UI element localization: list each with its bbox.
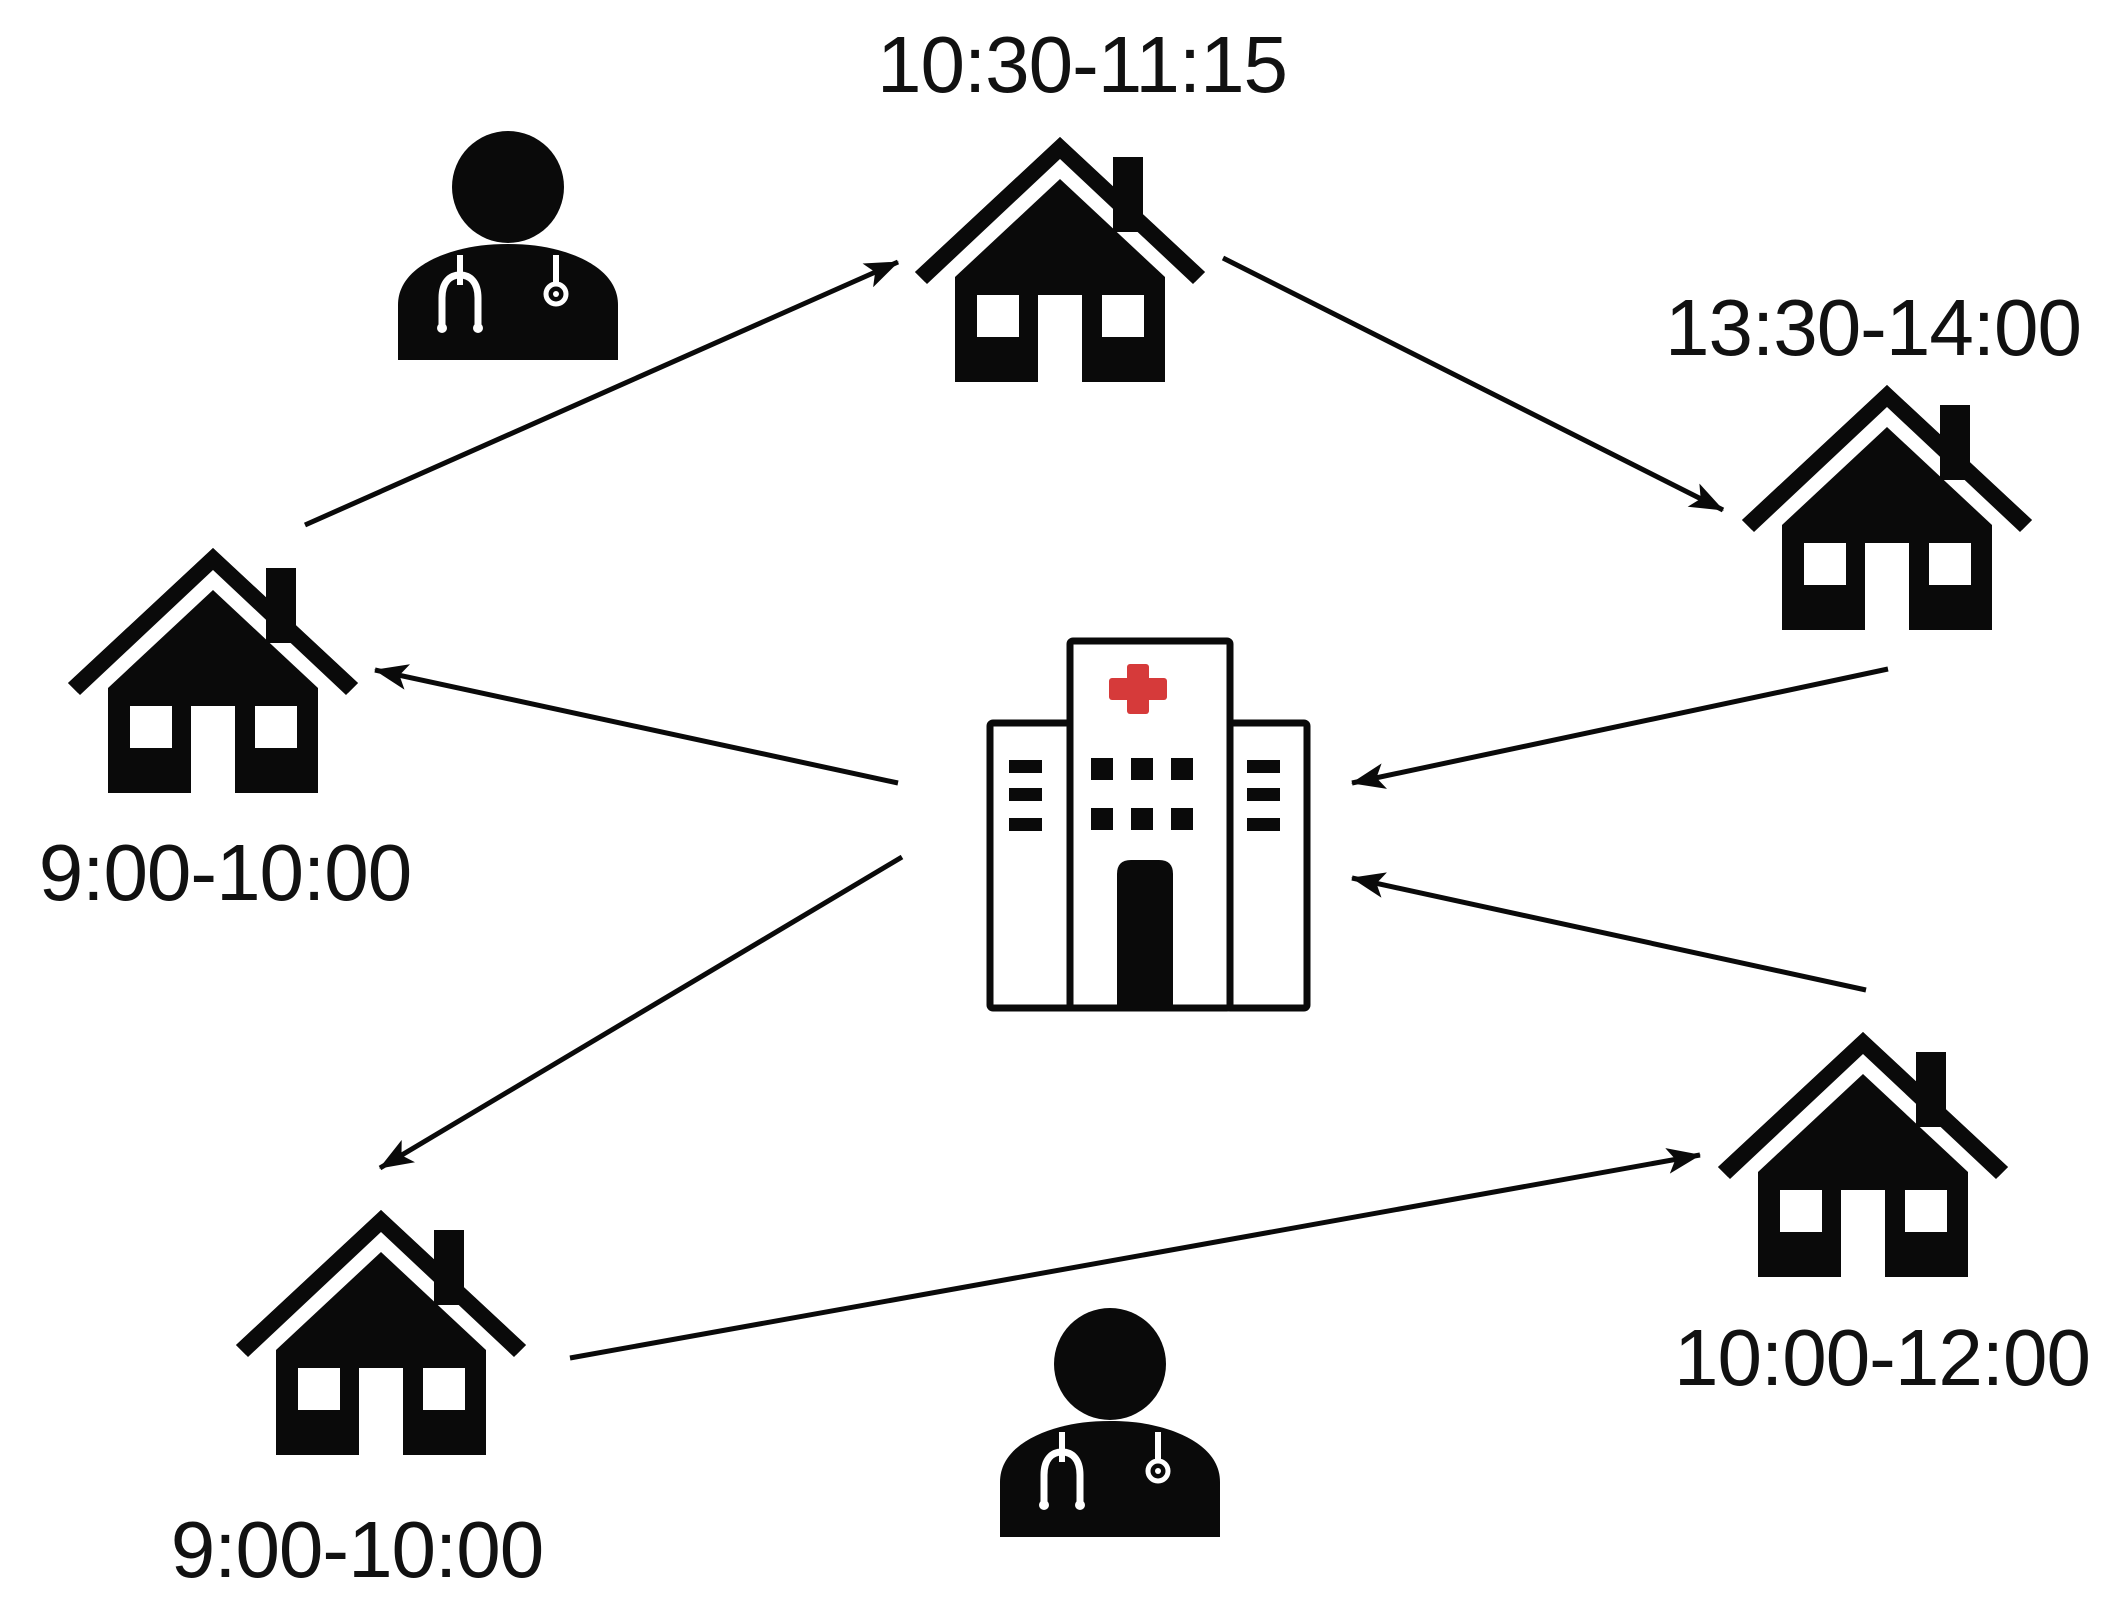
route-arrows: [303, 255, 1889, 1361]
house-icon: [915, 137, 1205, 382]
time-label-top: 10:30-11:15: [877, 20, 1287, 109]
route-arrow-top-to-right-upper: [1221, 255, 1725, 513]
time-label-right-upper: 13:30-14:00: [1665, 283, 2081, 372]
route-arrow-right-upper-to-hospital: [1351, 666, 1889, 789]
route-arrow-left-to-top: [303, 259, 900, 528]
route-arrow-right-lower-to-hospital: [1351, 872, 1867, 993]
route-arrow-hospital-to-left: [374, 664, 899, 786]
time-label-right-lower: 10:00-12:00: [1674, 1313, 2090, 1402]
house-icon: [1742, 385, 2032, 630]
doctor-icon: [1000, 1308, 1220, 1537]
house-icon: [68, 548, 358, 793]
route-arrow-bottom-left-to-right-lower: [569, 1148, 1701, 1361]
time-label-bottom-left: 9:00-10:00: [171, 1505, 544, 1594]
route-arrow-hospital-to-bottom-left: [378, 854, 904, 1171]
house-icon: [236, 1210, 526, 1455]
house-icon: [1718, 1032, 2008, 1277]
doctor-icon: [398, 131, 618, 360]
hospital-icon: [986, 637, 1311, 1012]
time-label-left: 9:00-10:00: [39, 828, 412, 917]
